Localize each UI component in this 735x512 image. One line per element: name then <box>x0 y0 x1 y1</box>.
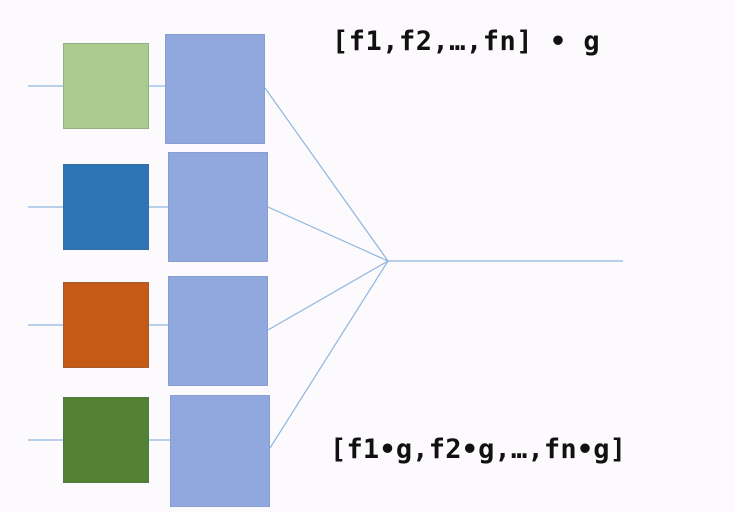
merge-line-3 <box>267 260 389 331</box>
f-box-4 <box>63 397 149 483</box>
formula-top: [f1,f2,…,fn] • g <box>332 26 601 57</box>
f-box-2 <box>63 164 149 250</box>
formula-bottom: [f1•g,f2•g,…,fn•g] <box>330 434 627 465</box>
g-box-2 <box>168 152 268 262</box>
merge-line-1 <box>264 87 389 262</box>
g-box-4 <box>170 395 270 507</box>
f-box-1 <box>63 43 149 129</box>
g-box-1 <box>165 34 265 144</box>
g-box-3 <box>168 276 268 386</box>
merge-line-4 <box>269 260 389 449</box>
merge-line-2 <box>267 206 389 262</box>
f-box-3 <box>63 282 149 368</box>
